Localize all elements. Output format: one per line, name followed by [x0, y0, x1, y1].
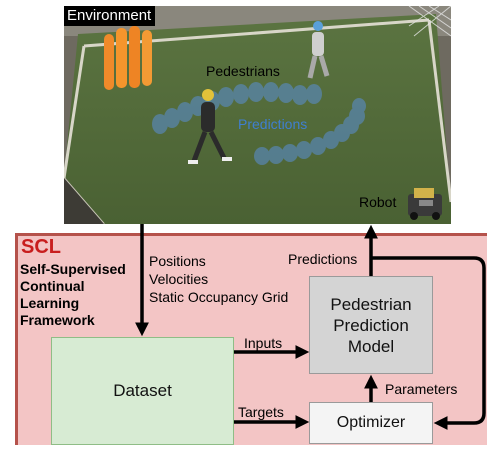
scl-subtitle-line: Continual: [20, 278, 85, 294]
pedestrians-label: Pedestrians: [206, 63, 280, 79]
pedestrian-prediction-model-block: Pedestrian Prediction Model: [309, 276, 433, 374]
targets-flow-label: Targets: [238, 404, 284, 420]
inputs-flow-label: Inputs: [244, 335, 283, 351]
feature-positions: Positions: [149, 253, 206, 269]
scl-subtitle: Self-Supervised Continual Learning Frame…: [20, 261, 140, 329]
feature-velocities: Velocities: [149, 271, 209, 287]
optimizer-block: Optimizer: [309, 402, 433, 444]
model-label-line: Model: [347, 336, 395, 356]
pedestrian-figure-1: [188, 89, 232, 164]
environment-title: Environment: [64, 6, 156, 26]
pedestrian-figure-2: [307, 21, 330, 79]
scl-subtitle-line: Framework: [20, 312, 95, 328]
parameters-flow-label: Parameters: [385, 381, 458, 397]
predictions-overlay-label: Predictions: [238, 116, 308, 132]
input-features-list: Positions Velocities Static Occupancy Gr…: [149, 252, 288, 306]
environment-scene: [64, 6, 451, 224]
dataset-block: Dataset: [51, 337, 234, 445]
feature-static-occupancy-grid: Static Occupancy Grid: [149, 289, 289, 305]
model-label: Pedestrian Prediction Model: [330, 294, 411, 357]
robot-label: Robot: [359, 194, 397, 210]
scl-title: SCL: [21, 236, 61, 258]
predictions-flow-label: Predictions: [288, 251, 358, 267]
dataset-label: Dataset: [113, 381, 172, 400]
optimizer-label: Optimizer: [336, 414, 406, 431]
environment-photo: [64, 6, 451, 224]
arrow-predictions-feedback: [371, 256, 486, 430]
scl-subtitle-line: Learning: [20, 295, 80, 311]
scl-subtitle-line: Self-Supervised: [20, 261, 126, 277]
model-label-line: Pedestrian: [330, 294, 412, 314]
model-label-line: Prediction: [333, 315, 409, 335]
robot-figure: [408, 188, 442, 220]
